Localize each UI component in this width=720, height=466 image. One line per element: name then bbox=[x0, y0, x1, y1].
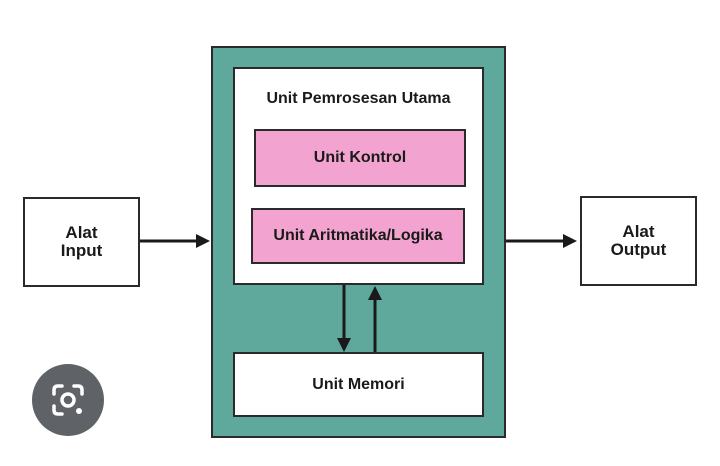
memory-unit-box: Unit Memori bbox=[233, 352, 484, 417]
arrow-cpu-to-memory bbox=[337, 285, 351, 352]
control-unit-label: Unit Kontrol bbox=[313, 149, 407, 166]
input-device-box: Alat Input bbox=[23, 197, 140, 287]
lens-search-icon bbox=[52, 384, 84, 416]
lens-search-button[interactable] bbox=[32, 364, 104, 436]
arrow-memory-to-cpu bbox=[368, 286, 382, 352]
alu-box: Unit Aritmatika/Logika bbox=[251, 208, 465, 264]
input-box-line1: Alat bbox=[65, 223, 98, 242]
arrow-input-to-cpu bbox=[140, 234, 210, 248]
cpu-title: Unit Pemrosesan Utama bbox=[266, 90, 451, 107]
control-unit-box: Unit Kontrol bbox=[254, 129, 466, 187]
output-box-line2: Output bbox=[610, 240, 667, 259]
memory-unit-label: Unit Memori bbox=[312, 375, 405, 393]
arrow-cpu-to-output bbox=[506, 234, 577, 248]
alu-label: Unit Aritmatika/Logika bbox=[273, 227, 443, 244]
input-box-line2: Input bbox=[60, 241, 103, 260]
output-box-line1: Alat bbox=[622, 222, 655, 241]
output-device-box: Alat Output bbox=[580, 196, 697, 286]
